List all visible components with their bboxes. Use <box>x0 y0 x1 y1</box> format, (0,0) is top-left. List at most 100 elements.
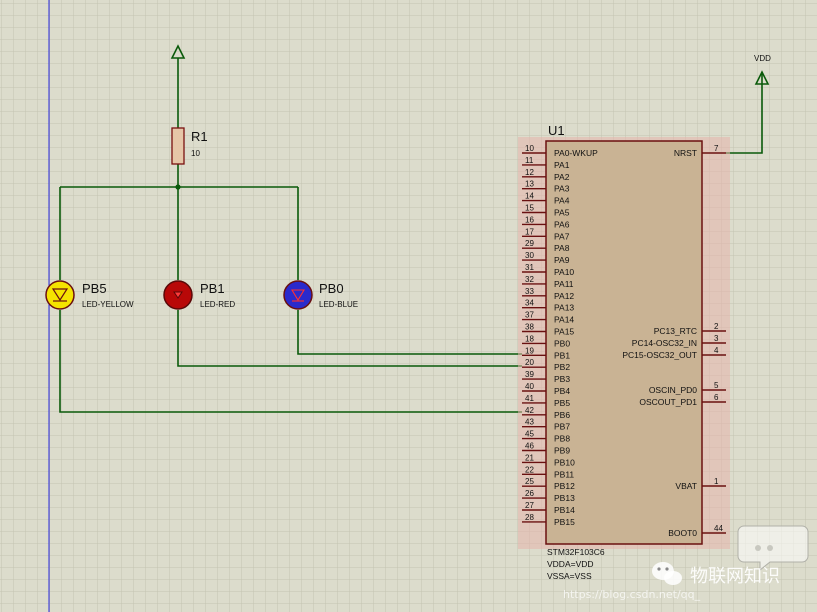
pin-number: 45 <box>525 430 534 439</box>
vdd-label: VDD <box>754 54 771 63</box>
pin-name: PB13 <box>554 493 575 503</box>
pin-number: 2 <box>714 322 719 331</box>
led-blue-type: LED-BLUE <box>319 300 358 309</box>
pin-name: PA4 <box>554 196 570 206</box>
mcu-ref: U1 <box>548 123 565 138</box>
pin-pb3[interactable]: 39 PB3 <box>522 370 570 384</box>
pin-pb4[interactable]: 40 PB4 <box>522 382 570 396</box>
pin-name: PA0-WKUP <box>554 148 598 158</box>
pin-name: PA15 <box>554 327 574 337</box>
pin-name: NRST <box>674 148 697 158</box>
pin-number: 44 <box>714 524 723 533</box>
diode-icon <box>291 289 305 302</box>
pin-number: 42 <box>525 406 534 415</box>
led-yellow[interactable]: PB5 LED-YELLOW <box>45 280 134 310</box>
resistor-r1[interactable]: R1 10 <box>171 127 208 165</box>
pin-number: 40 <box>525 382 534 391</box>
pin-pa15[interactable]: 38 PA15 <box>522 323 574 337</box>
pin-number: 46 <box>525 442 534 451</box>
pin-pb15[interactable]: 28 PB15 <box>522 513 575 527</box>
pin-name: PB15 <box>554 517 575 527</box>
pin-name: PB12 <box>554 481 575 491</box>
pin-name: PA3 <box>554 184 570 194</box>
resistor-ref: R1 <box>191 129 208 144</box>
pin-name: PB10 <box>554 457 575 467</box>
watermark-url: https://blog.csdn.net/qq_ <box>563 588 701 601</box>
pin-number: 39 <box>525 370 534 379</box>
led-blue[interactable]: PB0 LED-BLUE <box>283 280 358 310</box>
pin-name: PA2 <box>554 172 570 182</box>
pin-number: 28 <box>525 513 534 522</box>
wires <box>59 58 763 413</box>
led-red-type: LED-RED <box>200 300 235 309</box>
pin-name: PA7 <box>554 231 570 241</box>
pin-pb2[interactable]: 20 PB2 <box>522 358 570 372</box>
pin-pb14[interactable]: 27 PB14 <box>522 501 575 515</box>
pin-name: PB4 <box>554 386 570 396</box>
pin-number: 29 <box>525 239 534 248</box>
led-red[interactable]: PB1 LED-RED <box>163 280 235 310</box>
pin-number: 41 <box>525 394 534 403</box>
pin-number: 30 <box>525 251 534 260</box>
pin-number: 43 <box>525 418 534 427</box>
power-arrow-icon <box>170 44 770 85</box>
pin-number: 26 <box>525 489 534 498</box>
pin-pa0-wkup[interactable]: 10 PA0-WKUP <box>522 144 598 158</box>
diode-icon <box>173 291 183 299</box>
pin-name: PB3 <box>554 374 570 384</box>
pin-number: 5 <box>714 381 719 390</box>
pin-pb13[interactable]: 26 PB13 <box>522 489 575 503</box>
led-blue-body <box>283 280 313 310</box>
pin-name: PB0 <box>554 338 570 348</box>
watermark: 物联网知识 https://blog.csdn.net/qq_ <box>563 525 809 601</box>
led-yellow-ref: PB5 <box>82 281 107 296</box>
pin-number: 31 <box>525 263 534 272</box>
pin-name: PA12 <box>554 291 574 301</box>
pin-pa12[interactable]: 33 PA12 <box>522 287 574 301</box>
pin-number: 1 <box>714 477 719 486</box>
pin-name: PC14-OSC32_IN <box>632 338 697 348</box>
pin-number: 33 <box>525 287 534 296</box>
pin-number: 38 <box>525 323 534 332</box>
pin-number: 20 <box>525 358 534 367</box>
pin-number: 10 <box>525 144 534 153</box>
pin-name: PB14 <box>554 505 575 515</box>
chat-bubble-icon <box>737 525 809 572</box>
pin-name: PB2 <box>554 362 570 372</box>
pin-number: 27 <box>525 501 534 510</box>
